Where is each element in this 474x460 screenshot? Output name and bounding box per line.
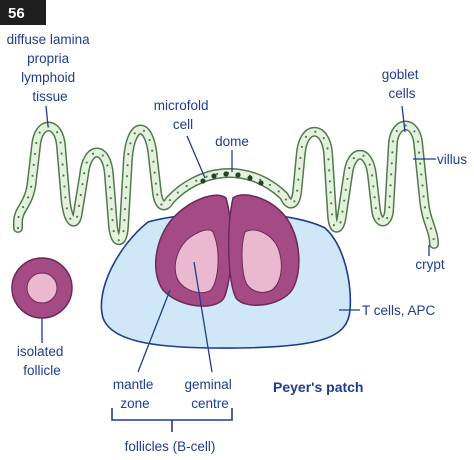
leader-mantle (137, 289, 171, 373)
leader-diffuse (45, 105, 49, 127)
label-germinal-centre: geminal centre (184, 377, 235, 411)
leader-microfold (186, 135, 206, 179)
follicles-bracket (111, 408, 233, 432)
label-peyers-patch: Peyer's patch (273, 379, 364, 395)
label-microfold-cell: microfold cell (154, 98, 213, 132)
epithelial-nuclei (16, 124, 436, 246)
figure-number: 56 (8, 5, 25, 22)
leader-germinal (193, 261, 213, 373)
figure-number-badge (0, 0, 46, 25)
microfold-cells (200, 171, 264, 186)
isolated-follicle-centre (26, 272, 58, 304)
label-crypt: crypt (415, 257, 445, 272)
label-mantle-zone: mantle zone (113, 377, 157, 411)
label-goblet-cells: goblet cells (382, 67, 423, 101)
label-villus: villus (437, 152, 467, 167)
follicle-left-centre (174, 229, 219, 294)
follicle-right-centre (241, 229, 282, 293)
label-dome: dome (215, 134, 249, 149)
label-t-cells-apc: T cells, APC (362, 303, 436, 318)
label-isolated-follicle: isolated follicle (17, 344, 67, 378)
label-follicles-b-cell: follicles (B-cell) (125, 439, 216, 454)
label-diffuse-tissue: diffuse lamina propria lymphoid tissue (7, 32, 94, 104)
leader-goblet (401, 105, 406, 133)
